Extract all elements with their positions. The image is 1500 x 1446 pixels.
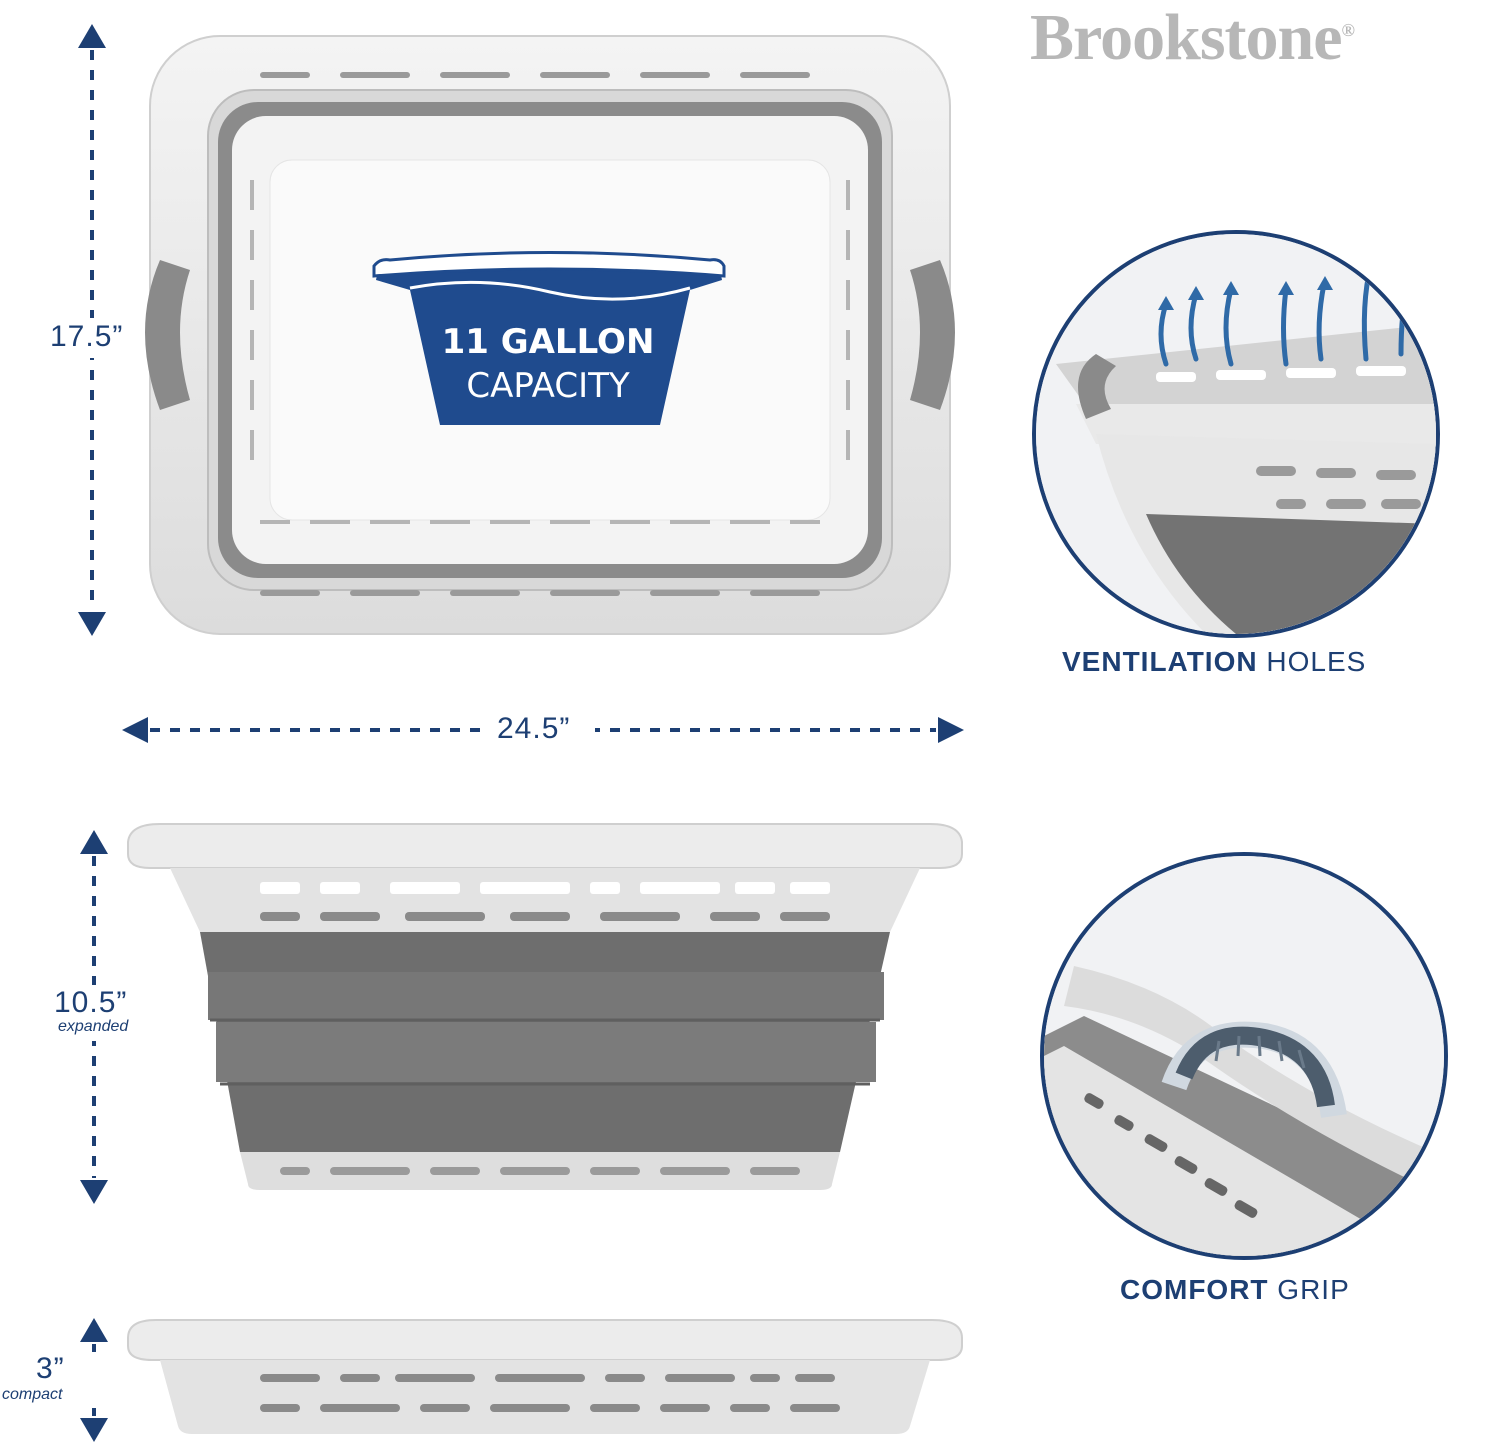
comfort-rest: GRIP xyxy=(1268,1274,1350,1305)
arrow-down-icon xyxy=(80,1180,108,1204)
registered-mark: ® xyxy=(1341,20,1355,40)
ventilation-feature-label: VENTILATION HOLES xyxy=(1062,646,1366,678)
comfort-grip-feature-label: COMFORT GRIP xyxy=(1120,1274,1350,1306)
brand-logo: Brookstone® xyxy=(1030,0,1490,80)
arrow-up-icon xyxy=(80,1318,108,1342)
arrow-up-icon xyxy=(80,830,108,854)
height-compact-label: 3” xyxy=(36,1352,65,1385)
capacity-tub-icon xyxy=(372,251,726,425)
capacity-line1: 11 GALLON xyxy=(441,322,655,362)
comfort-bold: COMFORT xyxy=(1120,1274,1269,1305)
arrow-right-icon xyxy=(938,717,964,743)
ventilation-bold: VENTILATION xyxy=(1062,646,1258,677)
compact-basket xyxy=(127,1319,963,1434)
height-expanded-label: 10.5” xyxy=(54,986,128,1019)
ventilation-detail-circle xyxy=(1032,230,1440,638)
height-expanded-note: expanded xyxy=(58,1018,129,1035)
ventilation-rest: HOLES xyxy=(1257,646,1367,677)
arrow-left-icon xyxy=(122,717,148,743)
side-view-expanded-basket xyxy=(127,823,963,1190)
brand-name: Brookstone xyxy=(1030,1,1342,74)
capacity-line2: CAPACITY xyxy=(466,366,630,406)
arrow-down-icon xyxy=(78,612,106,636)
arrow-up-icon xyxy=(78,24,106,48)
comfort-grip-detail-circle xyxy=(1040,852,1448,1260)
width-dimension xyxy=(122,717,964,743)
height-top-label: 17.5” xyxy=(50,320,124,353)
arrow-down-icon xyxy=(80,1418,108,1442)
width-label: 24.5” xyxy=(497,712,571,745)
height-compact-note: compact xyxy=(2,1386,63,1403)
top-view-basket xyxy=(145,35,955,635)
